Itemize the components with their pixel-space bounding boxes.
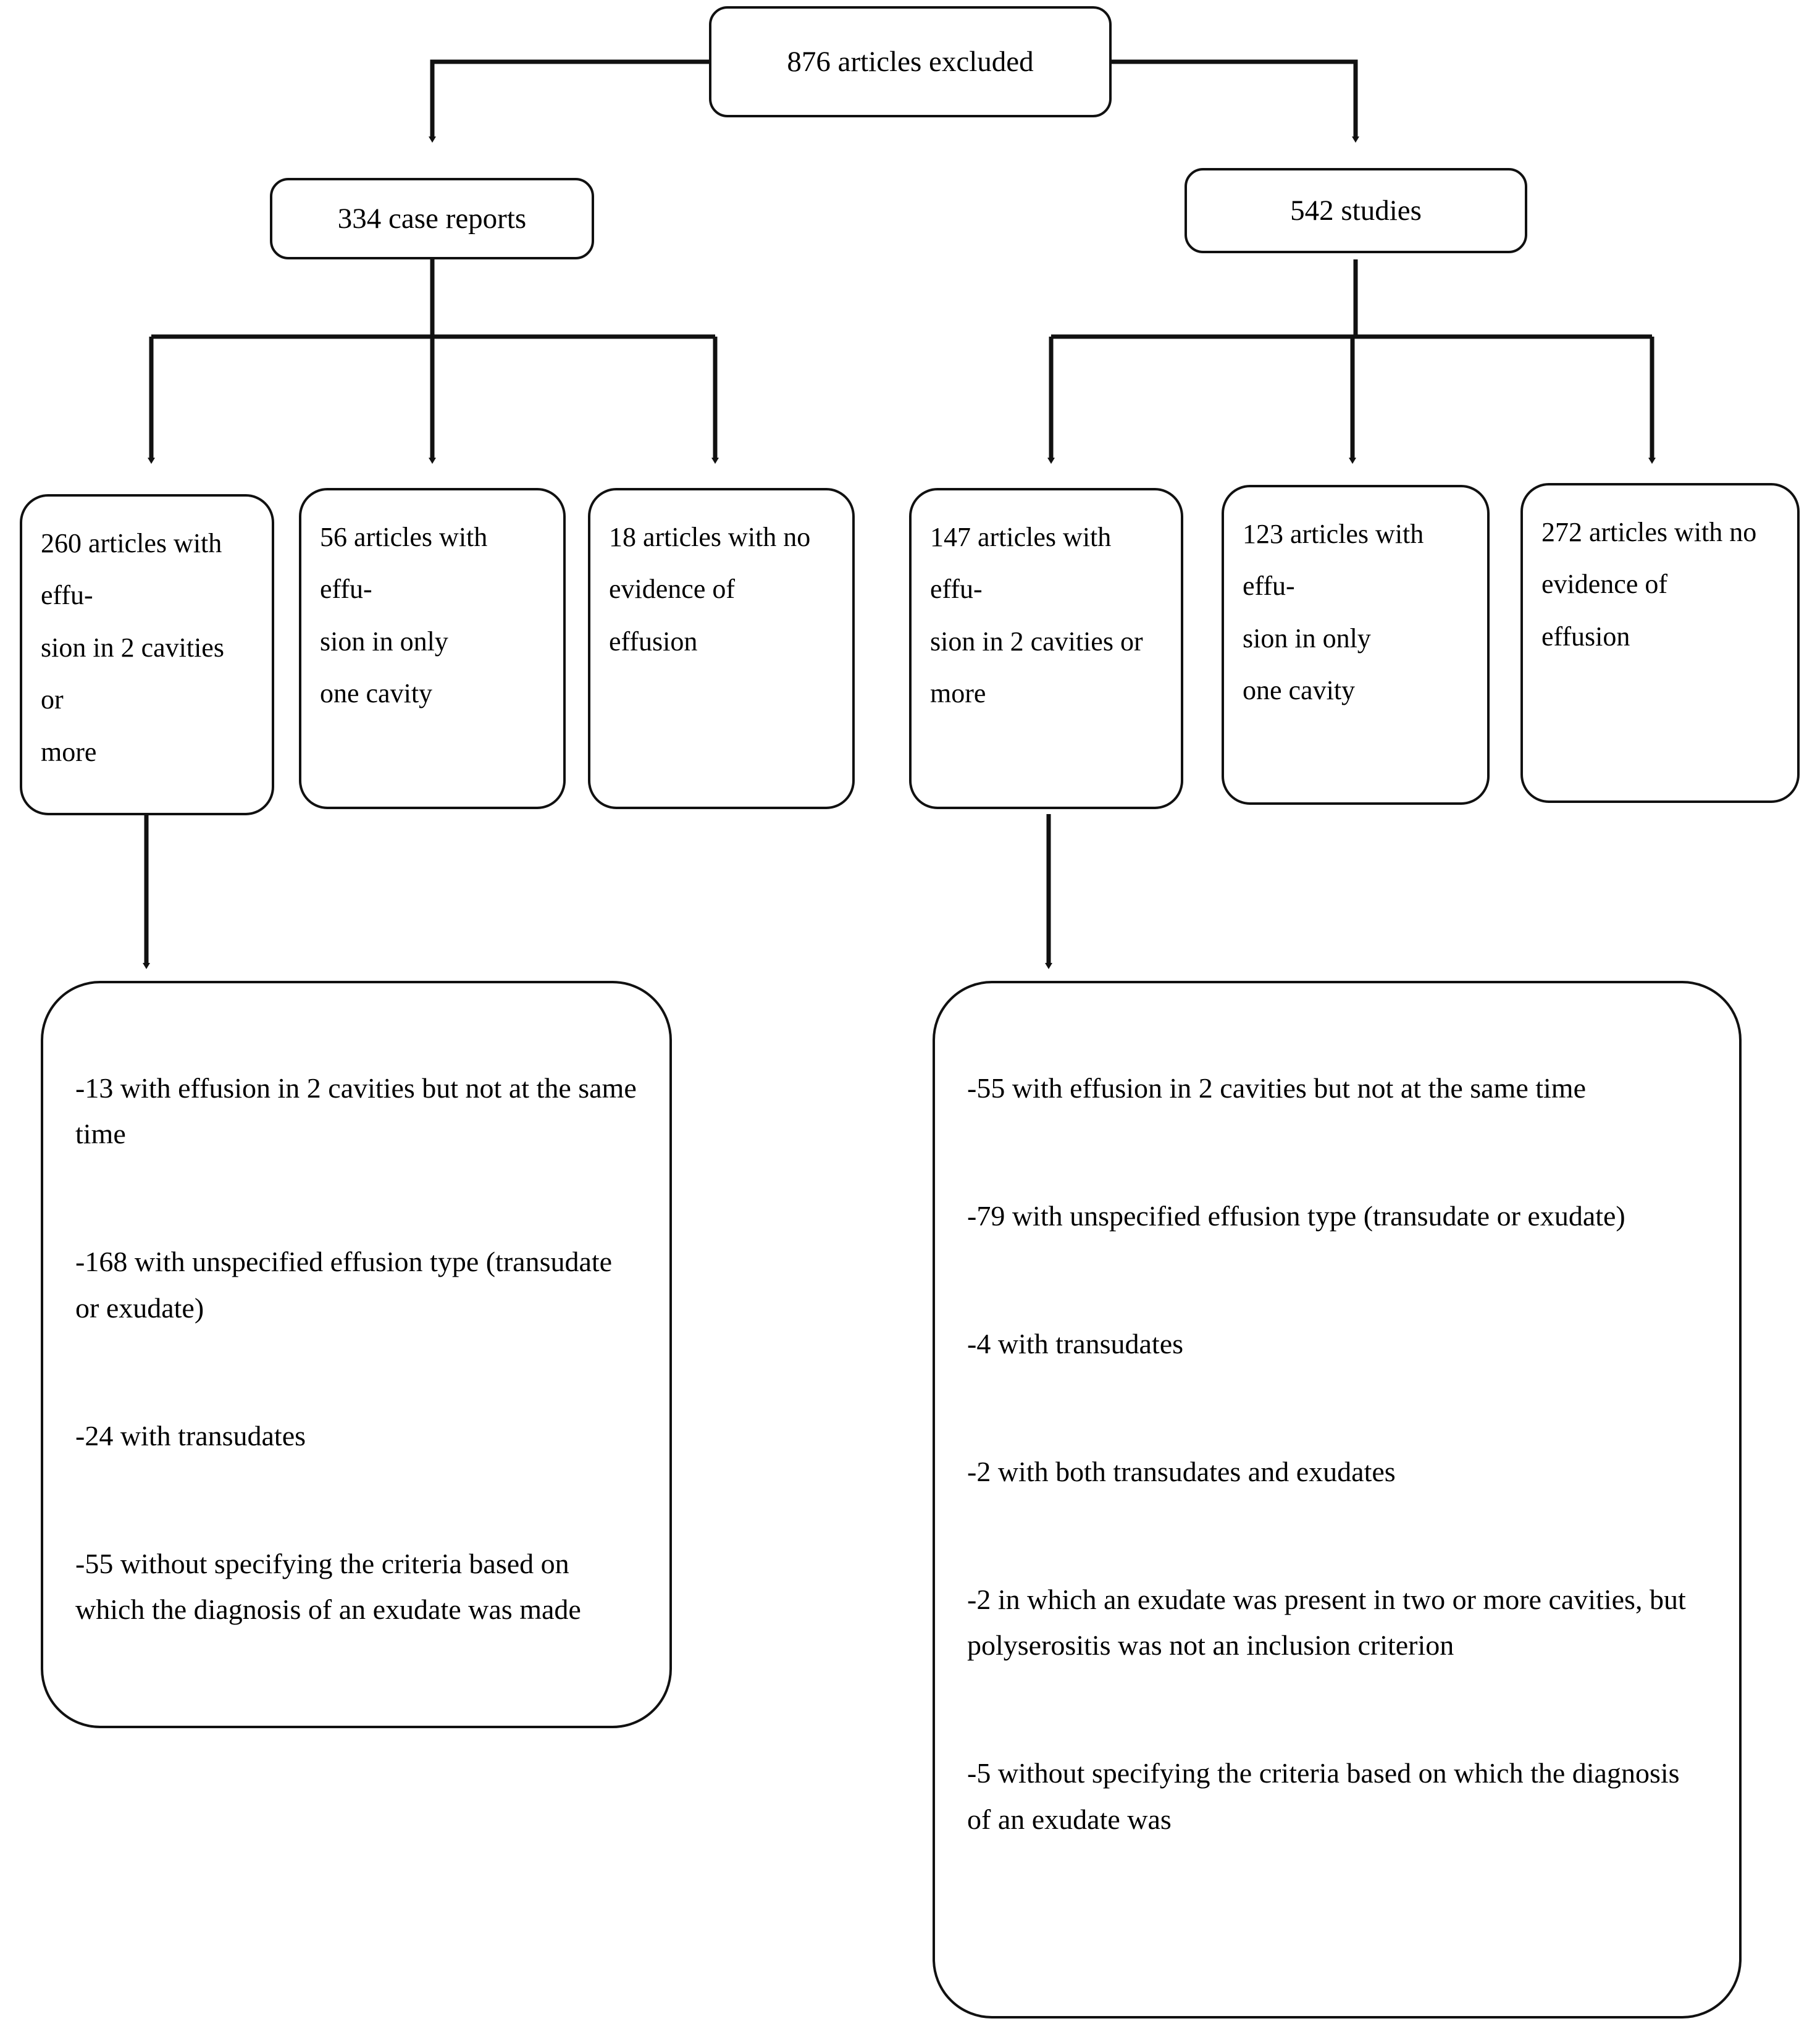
node-studies[interactable]: 542 studies <box>1185 168 1527 253</box>
node-studies-exclusion-details-list: -55 with effusion in 2 cavities but not … <box>967 1013 1707 1889</box>
node-studies-effusion-one-cavity-label: 123 articles with effu- sion in only one… <box>1243 519 1424 706</box>
node-case-reports-label: 334 case reports <box>337 202 527 235</box>
node-case-reports-effusion-two-or-more-label: 260 articles with effu- sion in 2 caviti… <box>41 528 224 767</box>
node-case-reports-effusion-one-cavity-label: 56 articles with effu- sion in only one … <box>320 522 488 709</box>
node-studies-effusion-one-cavity[interactable]: 123 articles with effu- sion in only one… <box>1222 485 1490 805</box>
detail-line: -2 with both transudates and exudates <box>967 1455 1396 1487</box>
detail-line: -168 with unspecified effusion type (tra… <box>75 1246 613 1324</box>
detail-line: -5 without specifying the criteria based… <box>967 1757 1680 1835</box>
node-case-reports-no-effusion[interactable]: 18 articles with no evidence of effusion <box>588 488 855 809</box>
detail-line: -55 with effusion in 2 cavities but not … <box>967 1072 1587 1104</box>
detail-line: -79 with unspecified effusion type (tran… <box>967 1199 1625 1232</box>
detail-line: -24 with transudates <box>75 1419 306 1451</box>
node-studies-effusion-two-or-more[interactable]: 147 articles with effu- sion in 2 caviti… <box>909 488 1183 809</box>
detail-line: -13 with effusion in 2 cavities but not … <box>75 1072 637 1150</box>
edge-root-to-case-reports <box>429 59 709 143</box>
node-case-reports-effusion-two-or-more[interactable]: 260 articles with effu- sion in 2 caviti… <box>20 494 274 815</box>
node-case-reports-effusion-one-cavity[interactable]: 56 articles with effu- sion in only one … <box>299 488 566 809</box>
edge-root-to-studies <box>1112 59 1359 143</box>
node-case-reports-no-effusion-label: 18 articles with no evidence of effusion <box>609 522 811 657</box>
detail-line: -2 in which an exudate was present in tw… <box>967 1583 1686 1661</box>
detail-line: -4 with transudates <box>967 1327 1184 1359</box>
node-studies-label: 542 studies <box>1290 194 1422 227</box>
detail-line: -55 without specifying the criteria base… <box>75 1547 581 1626</box>
node-articles-excluded-label: 876 articles excluded <box>787 45 1034 78</box>
node-case-reports-exclusion-details[interactable]: -13 with effusion in 2 cavities but not … <box>41 981 672 1728</box>
node-articles-excluded[interactable]: 876 articles excluded <box>709 6 1112 117</box>
node-studies-no-effusion[interactable]: 272 articles with no evidence of effusio… <box>1520 483 1800 803</box>
node-studies-exclusion-details[interactable]: -55 with effusion in 2 cavities but not … <box>933 981 1742 2018</box>
node-case-reports-exclusion-details-list: -13 with effusion in 2 cavities but not … <box>75 1013 637 1679</box>
node-studies-no-effusion-label: 272 articles with no evidence of effusio… <box>1541 517 1757 652</box>
node-studies-effusion-two-or-more-label: 147 articles with effu- sion in 2 caviti… <box>930 522 1143 709</box>
node-case-reports[interactable]: 334 case reports <box>270 178 594 259</box>
